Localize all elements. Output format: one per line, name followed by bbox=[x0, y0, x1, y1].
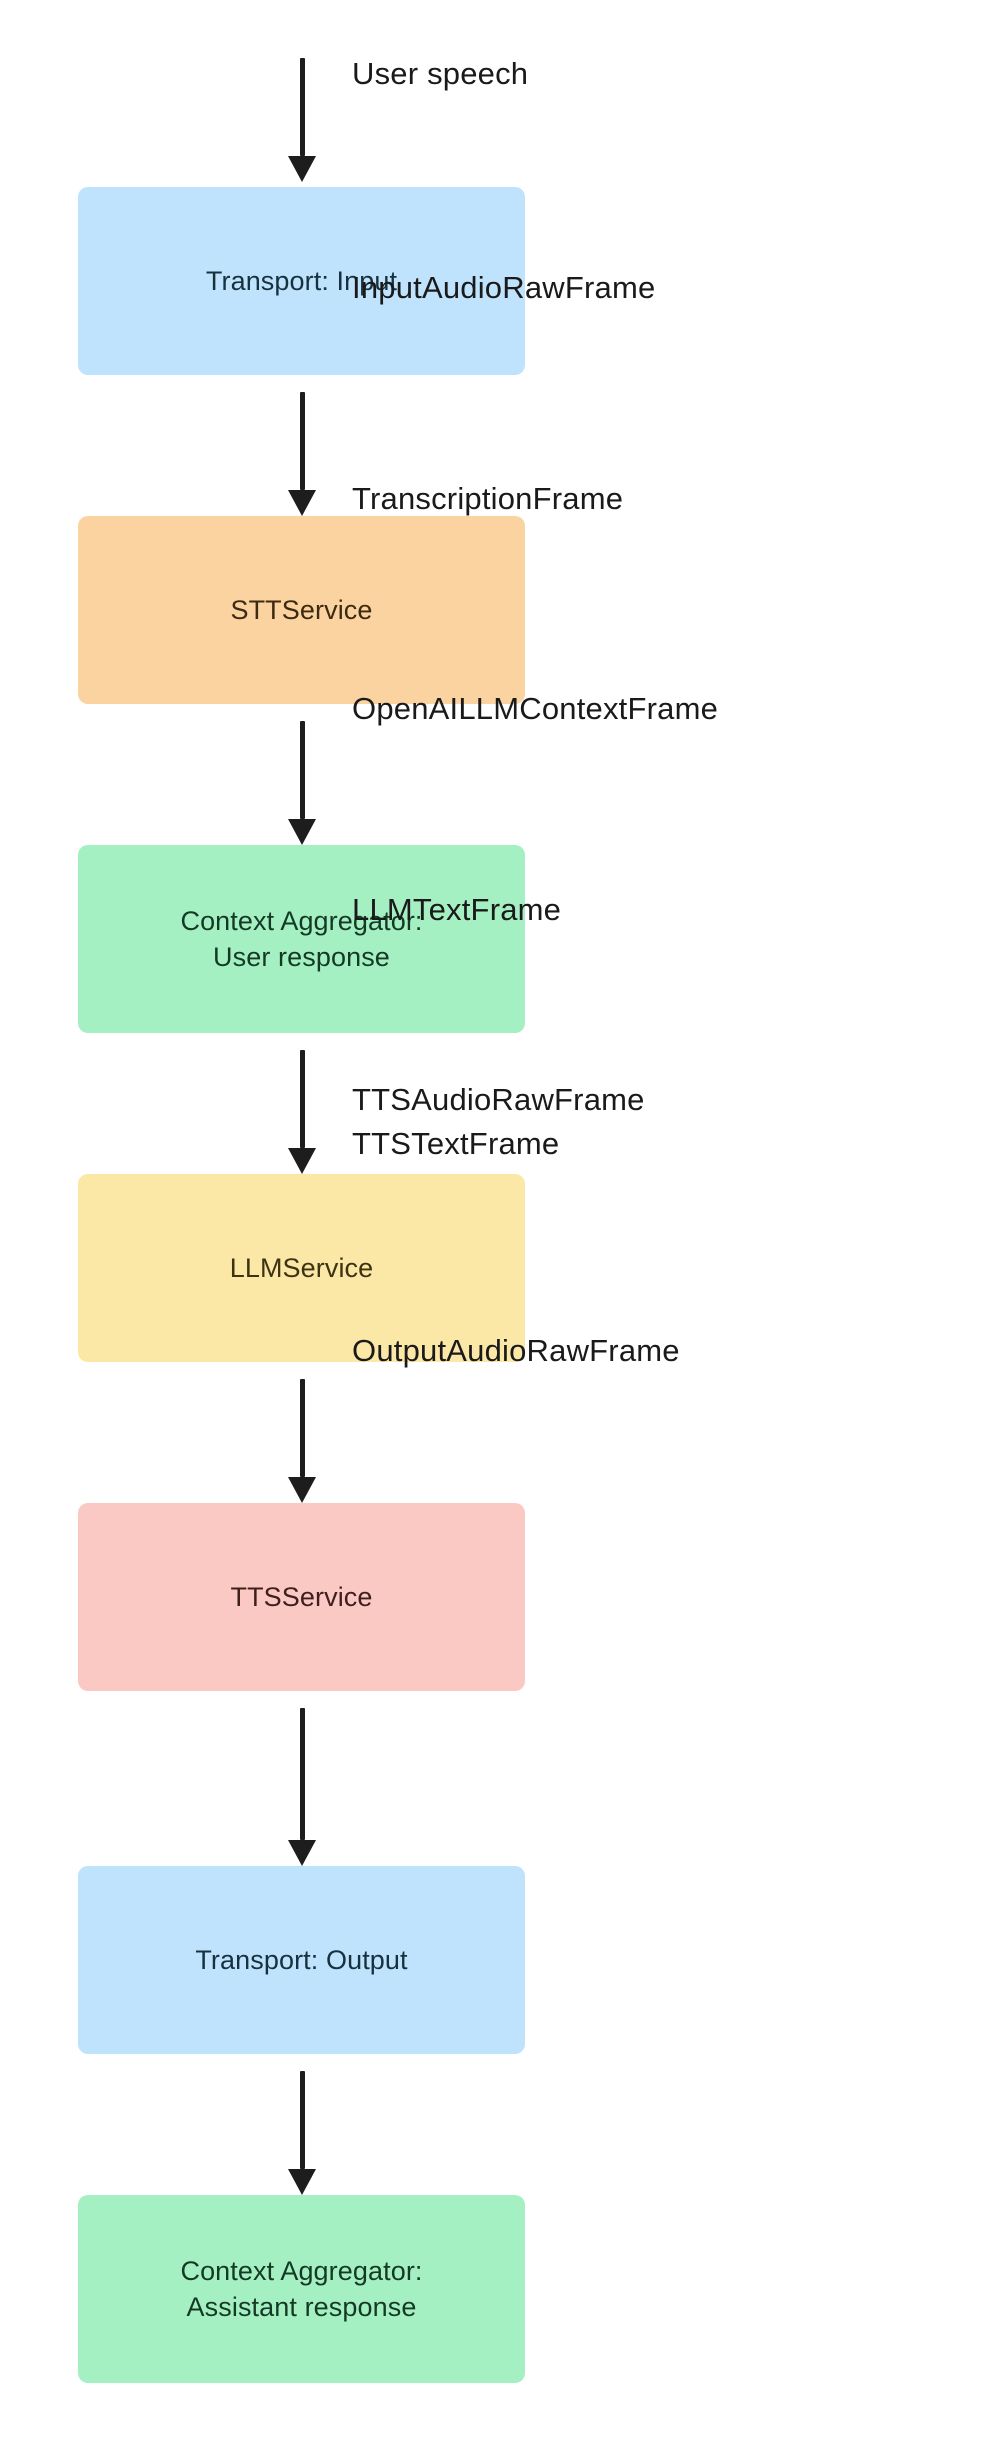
edge-shaft bbox=[300, 58, 305, 156]
edge-label-line: TTSTextFrame bbox=[352, 1126, 560, 1162]
node-label-line: Context Aggregator: bbox=[180, 905, 423, 936]
edge-arrowhead bbox=[288, 490, 316, 516]
edge-arrowhead bbox=[288, 1148, 316, 1174]
node-context-aggregator-user[interactable]: Context Aggregator: User response bbox=[78, 845, 525, 1033]
edge-tts-frames bbox=[288, 1708, 316, 1866]
edge-transcription-frame bbox=[288, 721, 316, 845]
node-context-aggregator-assistant[interactable]: Context Aggregator: Assistant response bbox=[78, 2195, 525, 2383]
node-label-line: STTService bbox=[230, 594, 373, 625]
edge-openai-llm-context-frame bbox=[288, 1050, 316, 1174]
edge-arrowhead bbox=[288, 1477, 316, 1503]
edge-label-line: User speech bbox=[352, 56, 529, 91]
edge-input-audio-raw-frame bbox=[288, 392, 316, 516]
edge-arrowhead bbox=[288, 819, 316, 845]
edge-arrowhead bbox=[288, 2169, 316, 2195]
node-label-line: LLMService bbox=[229, 1252, 374, 1283]
edge-shaft bbox=[300, 2071, 305, 2169]
node-label-line: TTSService bbox=[230, 1581, 373, 1612]
node-label-line: Transport: Input bbox=[205, 265, 398, 296]
node-label-line: User response bbox=[213, 942, 390, 972]
node-label-line: Assistant response bbox=[186, 2292, 417, 2322]
edge-label-line: OpenAILLMContextFrame bbox=[352, 691, 719, 726]
edge-label-line: LLMTextFrame bbox=[352, 892, 562, 927]
edge-label-openai-llm-context-frame: OpenAILLMContextFrame bbox=[352, 687, 718, 731]
node-label-line: Transport: Output bbox=[195, 1944, 408, 1975]
edge-arrowhead bbox=[288, 156, 316, 182]
edge-shaft bbox=[300, 721, 305, 819]
node-stt-service[interactable]: STTService bbox=[78, 516, 525, 704]
edge-label-transcription-frame: TranscriptionFrame bbox=[352, 477, 623, 521]
edge-label-user-speech: User speech bbox=[352, 52, 528, 96]
edge-user-speech bbox=[288, 58, 316, 182]
edge-llm-text-frame bbox=[288, 1379, 316, 1503]
edge-label-tts-frames: TTSAudioRawFrame TTSTextFrame bbox=[352, 1078, 645, 1166]
edge-label-line: OutputAudioRawFrame bbox=[352, 1333, 680, 1368]
edge-shaft bbox=[300, 392, 305, 490]
node-llm-service[interactable]: LLMService bbox=[78, 1174, 525, 1362]
edge-output-audio-raw-frame bbox=[288, 2071, 316, 2195]
edge-shaft bbox=[300, 1050, 305, 1148]
node-transport-output[interactable]: Transport: Output bbox=[78, 1866, 525, 2054]
node-tts-service[interactable]: TTSService bbox=[78, 1503, 525, 1691]
edge-label-line: TTSAudioRawFrame bbox=[352, 1082, 645, 1117]
edge-label-output-audio-raw-frame: OutputAudioRawFrame bbox=[352, 1329, 680, 1373]
node-label-line: Context Aggregator: bbox=[180, 2255, 423, 2286]
edge-arrowhead bbox=[288, 1840, 316, 1866]
edge-shaft bbox=[300, 1379, 305, 1477]
edge-label-llm-text-frame: LLMTextFrame bbox=[352, 888, 561, 932]
edge-label-line: InputAudioRawFrame bbox=[352, 270, 656, 305]
edge-shaft bbox=[300, 1708, 305, 1840]
edge-label-line: TranscriptionFrame bbox=[352, 481, 624, 516]
edge-label-input-audio-raw-frame: InputAudioRawFrame bbox=[352, 266, 655, 310]
node-transport-input[interactable]: Transport: Input bbox=[78, 187, 525, 375]
